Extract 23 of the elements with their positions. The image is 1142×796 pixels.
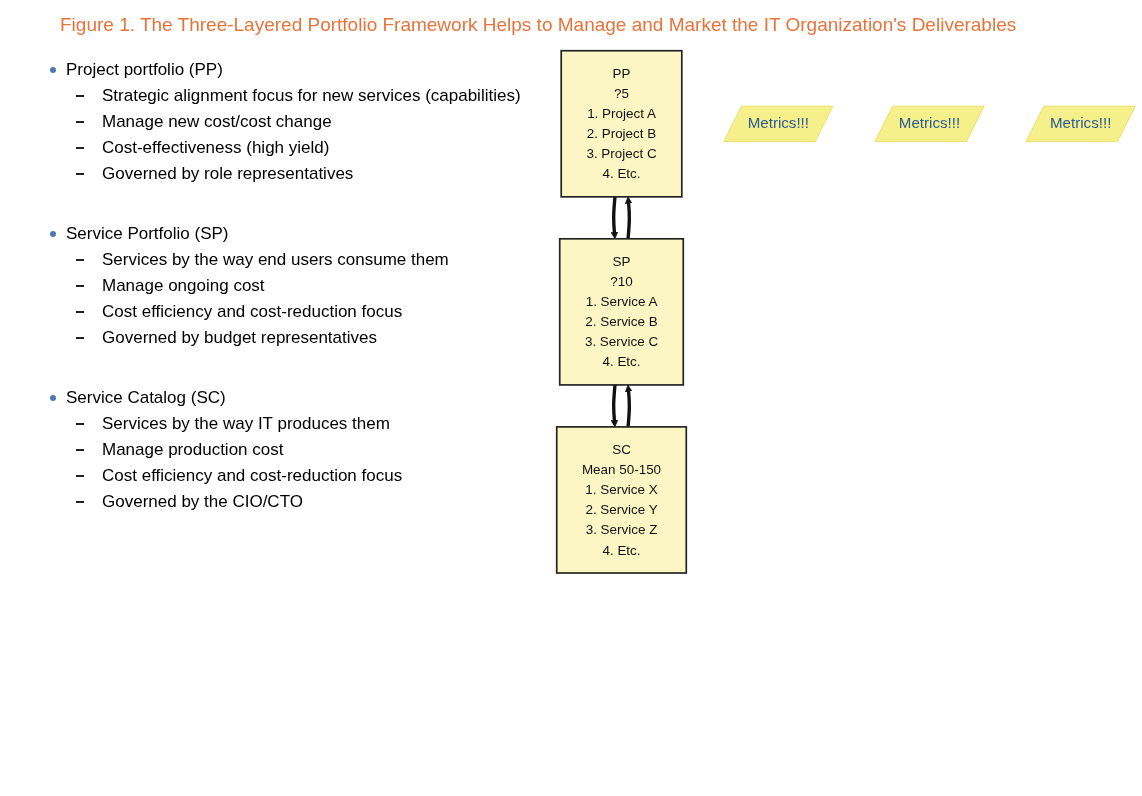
bullet-item: Manage production cost bbox=[102, 440, 284, 460]
bullet-item: Strategic alignment focus for new services (capabilities) bbox=[102, 86, 521, 106]
bullet-item: Services by the way end users consume them bbox=[102, 250, 449, 270]
bullet-heading: Project portfolio (PP) bbox=[66, 60, 223, 80]
bullet-item: Services by the way IT produces them bbox=[102, 414, 390, 434]
arrow bbox=[610, 196, 619, 240]
arrow bbox=[624, 384, 633, 428]
node-box: SC Mean 50-150 1. Service X 2. Service Y 3. Service Z 4. Etc. bbox=[555, 426, 688, 574]
bullet-item: Governed by budget representatives bbox=[102, 328, 377, 348]
bullet-item: Cost efficiency and cost-reduction focus bbox=[102, 302, 403, 322]
bullet-item: Governed by the CIO/CTO bbox=[102, 492, 303, 512]
bullet-item: Cost efficiency and cost-reduction focus bbox=[102, 466, 403, 486]
arrow bbox=[624, 196, 633, 239]
bullet-heading: Service Portfolio (SP) bbox=[66, 224, 229, 244]
node-box: PP ?5 1. Project A 2. Project B 3. Project C 4. Etc. bbox=[560, 49, 683, 198]
bullet-item: Governed by role representatives bbox=[102, 164, 354, 184]
node-box: SP ?10 1. Service A 2. Service B 3. Service C 4. Etc. bbox=[558, 237, 685, 386]
bullet-item: Manage ongoing cost bbox=[102, 276, 265, 296]
bullet-item: Cost-effectiveness (high yield) bbox=[102, 138, 330, 158]
arrow bbox=[610, 384, 619, 428]
bullet-heading: Service Catalog (SC) bbox=[66, 388, 226, 408]
bullet-item: Manage new cost/cost change bbox=[102, 112, 332, 132]
figure-title: Figure 1. The Three-Layered Portfolio Framework Helps to Manage and Market the IT Organization's Deliverables bbox=[60, 14, 1018, 36]
